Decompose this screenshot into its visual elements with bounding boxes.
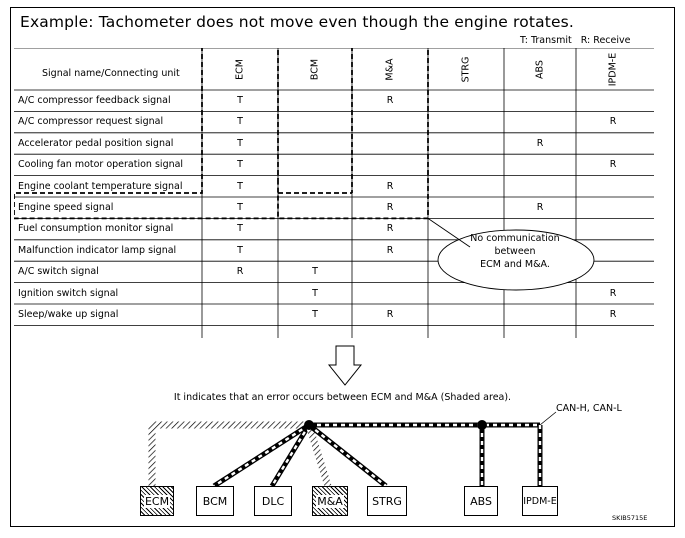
node-label: ABS <box>470 494 492 508</box>
node-m-a: M&A <box>312 486 348 516</box>
node-bcm: BCM <box>196 486 234 516</box>
signal-cell: R <box>609 287 617 299</box>
signal-cell: T <box>237 202 243 213</box>
signal-cell: T <box>312 309 318 320</box>
node-ipdm-e: IPDM-E <box>522 486 558 516</box>
signal-name: Engine coolant temperature signal <box>18 180 183 192</box>
legend-transmit: T: Transmit <box>520 35 572 46</box>
callout-no-communication: No communication between ECM and M&A. <box>440 232 590 271</box>
bus-junction <box>304 420 314 430</box>
node-dlc: DLC <box>254 486 292 516</box>
node-abs: ABS <box>464 486 498 516</box>
signal-cell: T <box>237 95 243 106</box>
node-label: M&A <box>316 494 344 508</box>
legend: T: Transmit R: Receive <box>520 35 630 46</box>
signal-cell: R <box>386 223 394 235</box>
signal-cell: T <box>312 287 318 299</box>
signal-cell: T <box>237 223 243 235</box>
signal-cell: R <box>609 116 617 128</box>
signal-name: A/C compressor request signal <box>18 116 164 128</box>
node-label: ECM <box>143 494 171 508</box>
signal-name: Fuel consumption monitor signal <box>18 223 174 235</box>
signal-cell: R <box>609 309 617 320</box>
callout-line-3: ECM and M&A. <box>480 259 550 270</box>
node-label: IPDM-E <box>523 495 557 507</box>
figure-code: SKIB5715E <box>612 514 648 522</box>
signal-cell: T <box>237 180 243 192</box>
signal-name: Engine speed signal <box>18 202 114 213</box>
ecm-highlight-box <box>14 48 279 220</box>
figure-title: Example: Tachometer does not move even t… <box>20 13 574 31</box>
signal-name: A/C compressor feedback signal <box>18 95 171 106</box>
signal-cell: R <box>609 159 617 171</box>
signal-name: A/C switch signal <box>18 266 99 278</box>
signal-name: Accelerator pedal position signal <box>18 137 174 149</box>
signal-cell: T <box>237 116 243 128</box>
node-strg: STRG <box>367 486 407 516</box>
caption: It indicates that an error occurs betwee… <box>173 392 512 403</box>
node-label: DLC <box>261 494 285 508</box>
signal-cell: T <box>237 159 243 171</box>
header-signal-name: Signal name/Connecting unit <box>42 68 180 79</box>
node-ecm: ECM <box>140 486 174 516</box>
signal-name: Cooling fan motor operation signal <box>18 159 184 171</box>
ma-highlight-box <box>278 48 429 220</box>
bus-label: CAN-H, CAN-L <box>556 403 622 414</box>
signal-cell: R <box>386 95 394 106</box>
node-label: BCM <box>202 494 228 508</box>
signal-cell: R <box>386 180 394 192</box>
signal-cell: R <box>386 309 394 320</box>
signal-cell: R <box>386 244 394 256</box>
figure-frame <box>10 7 675 527</box>
callout-line-2: between <box>494 246 536 257</box>
callout-ellipse <box>437 229 595 291</box>
signal-cell: R <box>386 202 394 213</box>
table-grid <box>14 48 654 338</box>
signal-cell: T <box>312 266 318 278</box>
callout-line-1: No communication <box>470 233 560 244</box>
signal-cell: R <box>236 266 244 278</box>
signal-cell: T <box>237 244 243 256</box>
node-label: STRG <box>372 494 402 508</box>
signal-name: Sleep/wake up signal <box>18 309 119 320</box>
signal-name: Malfunction indicator lamp signal <box>18 244 177 256</box>
signal-cell: T <box>237 137 243 149</box>
signal-name: Ignition switch signal <box>18 287 119 299</box>
bus-junction <box>477 420 487 430</box>
signal-cell: R <box>536 137 544 149</box>
legend-receive: R: Receive <box>580 35 631 46</box>
signal-cell: R <box>536 202 544 213</box>
down-arrow-icon <box>327 345 363 386</box>
